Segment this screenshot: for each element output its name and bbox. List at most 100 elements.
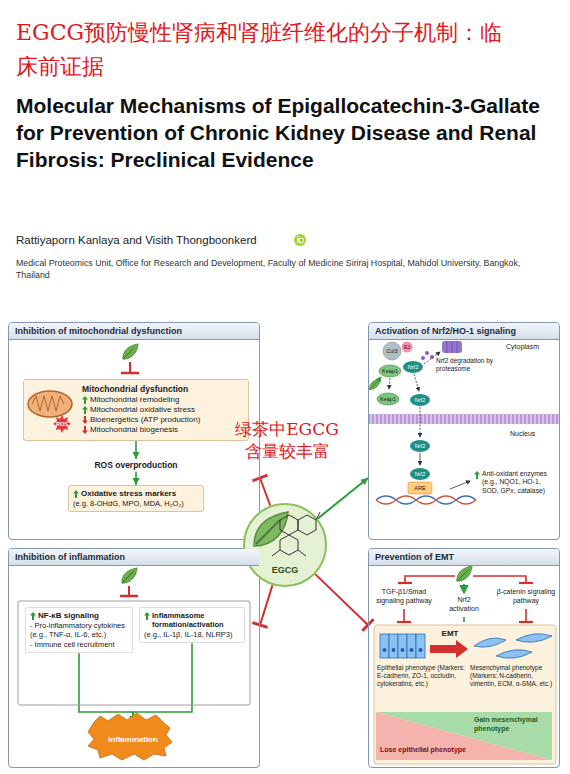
connector: [79, 653, 137, 723]
text-row: Mitochondrial oxidative stress: [82, 405, 244, 415]
authors: Rattiyaporn Kanlaya and Visith Thongboon…: [16, 233, 257, 247]
text-row: Bioenergetics (ATP production): [82, 415, 244, 425]
chinese-title: EGCG预防慢性肾病和肾脏纤维化的分子机制：临床前证据: [16, 16, 516, 84]
arrowhead: [130, 716, 137, 723]
label-text: Anti-oxidant enzymes (e.g., NQO1, HO-1, …: [482, 470, 556, 495]
label-text: TGF-β1/Smad signaling pathway: [370, 588, 438, 606]
connector-line: [133, 643, 192, 723]
compartment-label: Cytoplasm: [506, 343, 539, 352]
panel-heading: Activation of Nrf2/HO-1 signaling: [369, 323, 559, 340]
label-text: Cytoplasm: [506, 343, 539, 352]
change-arrow: [82, 396, 88, 404]
text-row: Anti-oxidant enzymes (e.g., NQO1, HO-1, …: [474, 470, 556, 495]
connector-line: [260, 478, 270, 506]
text-row: Mitochondrial remodeling: [82, 395, 244, 405]
arrow-glyph: [73, 490, 79, 498]
label-text: EMT: [442, 629, 459, 639]
text-row: Mitochondrial biogenesis: [82, 425, 244, 435]
node-text: ROS overproduction: [77, 460, 195, 471]
label-text: Rattiyaporn Kanlaya and Visith Thongboon…: [16, 233, 257, 247]
protein-label: Nrf2: [408, 364, 418, 371]
change-arrow: [82, 406, 88, 414]
label-text: Nrf2: [415, 397, 425, 404]
change-arrow: [73, 490, 79, 498]
panel-heading: Inhibition of inflammation: [9, 549, 259, 566]
phenotype-note: Epithelial phenotype (Markers: E-cadheri…: [377, 664, 465, 688]
node-text: (e.g. 8-OHdG, MPO, MDA, H₂O₂): [73, 499, 199, 508]
connector: [315, 574, 373, 631]
protein-label: Nrf2: [415, 397, 425, 404]
node-text: Mitochondrial biogenesis: [90, 425, 178, 435]
change-arrow: [144, 612, 150, 620]
process-label: EMT: [442, 629, 459, 639]
arrow-glyph: [82, 416, 88, 424]
label-text: E3: [404, 344, 410, 350]
paper-title-text: Molecular Mechanisms of Epigallocatechin…: [16, 94, 540, 171]
protein-label: Keap1: [380, 396, 396, 403]
label-text: ROS: [56, 421, 68, 428]
inflammasome-box: Inflammasome formation/activation(e.g., …: [139, 607, 245, 643]
panel-heading: Inhibition of mitochondrial dysfunction: [9, 323, 259, 340]
node-text: NF-κB signaling: [38, 611, 99, 621]
mitochondria-box: Mitochondrial dysfunctionMitochondrial r…: [23, 379, 249, 441]
connector-line: [315, 574, 368, 625]
process-note: Nrf2 degradation by proteasome: [436, 357, 512, 373]
pathway-label: TGF-β1/Smad signaling pathway: [370, 588, 438, 606]
arrow-glyph: [82, 396, 88, 404]
pathway-label: Nrf2 activation: [442, 596, 486, 614]
panel-heading: Prevention of EMT: [369, 549, 559, 566]
dna-element-label: ARE: [414, 485, 425, 492]
mechanism-panel: Prevention of EMT: [368, 548, 560, 768]
mechanism-panel: Inhibition of mitochondrial dysfunctionM…: [8, 322, 260, 540]
connector-line: [318, 478, 368, 519]
ros-box: ROS overproduction: [76, 459, 196, 472]
inhibition-bar: [253, 475, 268, 481]
compartment-label: Nucleus: [510, 430, 535, 439]
node-text: Mitochondrial dysfunction: [82, 384, 244, 395]
change-arrow: [82, 416, 88, 424]
arrowhead: [133, 478, 140, 485]
arrow-glyph: [82, 426, 88, 434]
change-arrow: [82, 426, 88, 434]
inhibition-bar: [252, 623, 267, 628]
ros-label: ROS: [56, 421, 68, 428]
label-text: Keap1: [382, 368, 398, 375]
connector: [318, 478, 368, 519]
pathway-label: β-catenin signaling pathway: [494, 588, 558, 606]
node-text: Inflammasome formation/activation: [152, 611, 240, 630]
label-text: Nrf2: [415, 443, 425, 450]
protein-label: E3: [404, 344, 410, 350]
arrowhead: [360, 478, 368, 485]
arrowhead: [133, 452, 140, 459]
label-text: Nrf2 degradation by proteasome: [436, 357, 512, 373]
nfkb-box: NF-κB signaling- Pro-inflammatory cytoki…: [25, 607, 133, 653]
label-text: Medical Proteomics Unit, Office for Rese…: [16, 258, 546, 282]
label-text: Mesenchymal phenotype (Markers: N-cadher…: [470, 664, 554, 688]
change-arrow: [30, 612, 36, 620]
connector: [252, 585, 272, 627]
node-text: Oxidative stress markers: [81, 489, 176, 499]
arrowhead: [130, 716, 137, 723]
enzyme-note: Anti-oxidant enzymes (e.g., NQO1, HO-1, …: [474, 470, 556, 495]
node-text: Mitochondrial oxidative stress: [90, 405, 195, 415]
label-text: ARE: [414, 485, 425, 492]
label-text: Gain mesenchymal phenotype: [474, 716, 550, 734]
change-arrow: [474, 471, 480, 479]
gradient-label: Lose epithelial phenotype: [380, 746, 466, 755]
node-text: EGCG: [272, 565, 299, 576]
protein-label: Nrf2: [415, 471, 425, 478]
annotation: 绿茶中EGCG 含量较丰富: [228, 418, 346, 462]
text-row: Oxidative stress markers: [73, 489, 199, 499]
protein-label: Keap1: [382, 368, 398, 375]
inflammation-burst: Inflammation: [95, 723, 171, 757]
node-text: - Pro-inflammatory cytokines (e.g., TNF-…: [30, 621, 128, 640]
label-text: 绿茶中EGCG 含量较丰富: [228, 418, 346, 462]
arrow-glyph: [30, 612, 36, 620]
arrow-glyph: [144, 612, 150, 620]
connector: [253, 475, 271, 505]
phenotype-note: Mesenchymal phenotype (Markers: N-cadher…: [470, 664, 554, 688]
protein-label: Nrf2: [415, 443, 425, 450]
label-text: Nrf2 activation: [442, 596, 486, 614]
node-text: - Immune cell recruitment: [30, 640, 128, 649]
